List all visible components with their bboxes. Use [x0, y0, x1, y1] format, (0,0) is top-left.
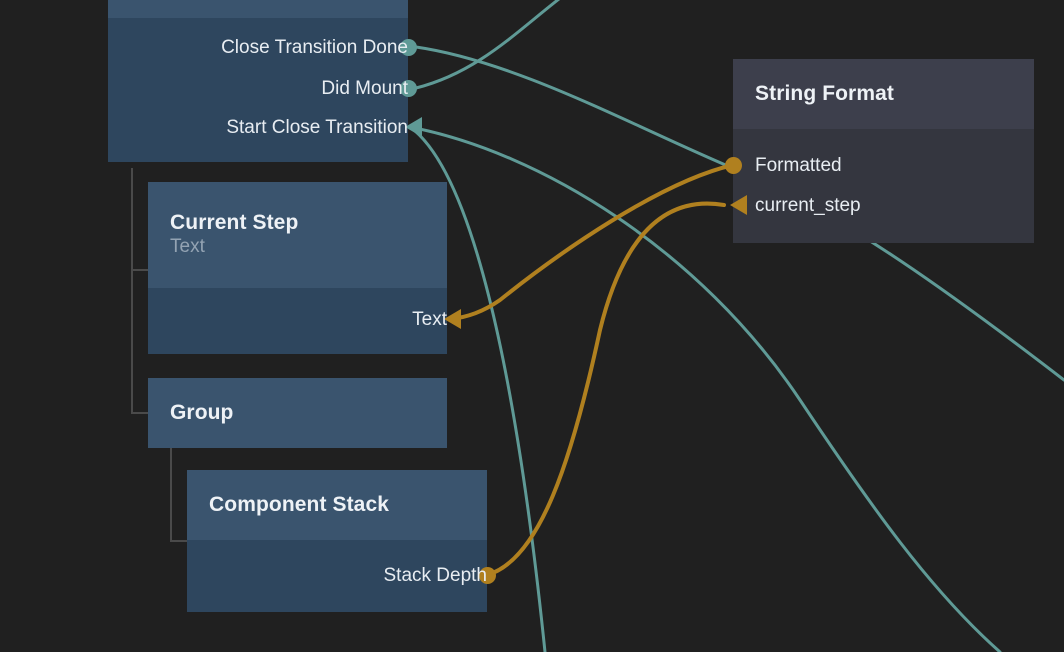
- port-label: Close Transition Done: [221, 36, 408, 58]
- node-title: Group: [170, 400, 234, 424]
- node-header[interactable]: String Format: [733, 59, 1034, 129]
- node-group-node[interactable]: Group: [148, 378, 447, 448]
- node-title: String Format: [755, 81, 894, 105]
- port-label: current_step: [755, 194, 861, 216]
- port-row[interactable]: Stack Depth: [187, 564, 509, 586]
- port-row[interactable]: Text: [148, 308, 469, 330]
- port-row[interactable]: current_step: [733, 194, 1056, 216]
- port-row[interactable]: Close Transition Done: [108, 36, 430, 58]
- port-label: Text: [412, 308, 447, 330]
- node-body: [148, 288, 447, 354]
- node-body: [108, 18, 408, 162]
- port-label: Start Close Transition: [226, 116, 408, 138]
- hierarchy-tree-line: [131, 168, 148, 414]
- port-label: Formatted: [755, 154, 842, 176]
- node-dialog-node[interactable]: [108, 0, 408, 162]
- port-label: Did Mount: [321, 77, 408, 99]
- node-header[interactable]: Component Stack: [187, 470, 487, 540]
- node-header[interactable]: [108, 0, 408, 18]
- node-title: Component Stack: [209, 492, 390, 516]
- node-subtitle: Text: [170, 236, 205, 258]
- port-connector-dot[interactable]: [400, 39, 417, 56]
- node-title: Current Step: [170, 211, 299, 235]
- port-row[interactable]: Did Mount: [108, 77, 430, 99]
- node-body: [733, 129, 1034, 243]
- hierarchy-tree-line: [170, 448, 187, 542]
- port-label: Stack Depth: [383, 564, 488, 586]
- port-connector-dot[interactable]: [400, 80, 417, 97]
- node-header[interactable]: Group: [148, 378, 447, 448]
- connection-wire[interactable]: [448, 163, 735, 321]
- hierarchy-tree-line: [131, 168, 148, 271]
- connection-wire[interactable]: [485, 201, 726, 577]
- connection-wire[interactable]: [414, 0, 568, 90]
- port-row[interactable]: Formatted: [733, 154, 1056, 176]
- node-component-stack-node[interactable]: Component Stack: [187, 470, 487, 612]
- port-row[interactable]: Start Close Transition: [108, 116, 430, 138]
